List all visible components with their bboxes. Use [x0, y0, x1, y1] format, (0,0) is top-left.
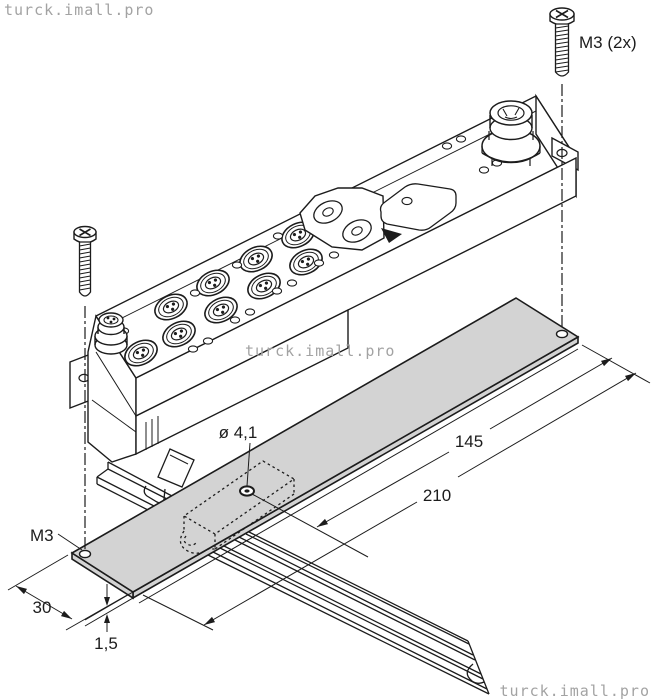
dimensions: 145 210 30 1,5 M3 ø 4,1 M3 (2x): [7, 33, 651, 653]
din-rail-right: [207, 531, 490, 695]
label-pad: [379, 183, 457, 243]
ext-line-plate-end: [142, 594, 214, 631]
screw-threads: [555, 25, 569, 73]
leader-m3: [57, 533, 83, 551]
mounting-plate: [70, 297, 580, 604]
plate-hole-right-m3: [555, 329, 569, 339]
dim-line-210: [203, 372, 637, 626]
callout-hole-diameter-label: ø 4,1: [219, 423, 258, 442]
dim-30-label: 30: [33, 598, 52, 617]
callout-screw-label: M3 (2x): [579, 33, 637, 52]
power-connector-7-8: [481, 100, 541, 166]
phillips-cross: [79, 228, 91, 237]
callout-m3-label: M3: [30, 526, 54, 545]
screw-right: [549, 7, 575, 77]
plate-top-face: [70, 297, 580, 593]
rail-end-edge: [467, 640, 490, 695]
leader-hole-diameter: [246, 442, 251, 487]
dim-145-label: 145: [455, 432, 483, 451]
ext-lines-thickness: [84, 591, 134, 627]
module-base-ribs: [145, 416, 159, 450]
watermark-center: turck.imall.pro: [245, 342, 395, 360]
ext-line-right: [581, 344, 651, 384]
screw-left: [73, 225, 97, 297]
io-module: [69, 93, 579, 463]
rail-end-notch: [466, 663, 485, 684]
plate-hole-left-m3: [78, 549, 92, 559]
rail-end-tab: [157, 448, 195, 488]
watermark-top-left: turck.imall.pro: [4, 1, 154, 19]
watermark-bottom-right: turck.imall.pro: [500, 682, 650, 700]
module-base-band: [135, 308, 349, 456]
din-rail-left: [96, 448, 195, 511]
phillips-cross: [555, 9, 569, 19]
m12-connector: [94, 312, 128, 355]
connector-top: [489, 100, 533, 126]
module-front-face: [135, 156, 577, 418]
plate-hole-center-bore: [244, 489, 250, 493]
rail-adapter-hidden-outline: [179, 460, 296, 554]
screw-threads: [79, 243, 91, 291]
dim-1-5-label: 1,5: [94, 634, 118, 653]
dim-line-145: [316, 357, 613, 528]
dim-210-label: 210: [423, 486, 451, 505]
ext-line-center-hole: [251, 493, 369, 558]
clamp-wedge: [381, 228, 402, 243]
